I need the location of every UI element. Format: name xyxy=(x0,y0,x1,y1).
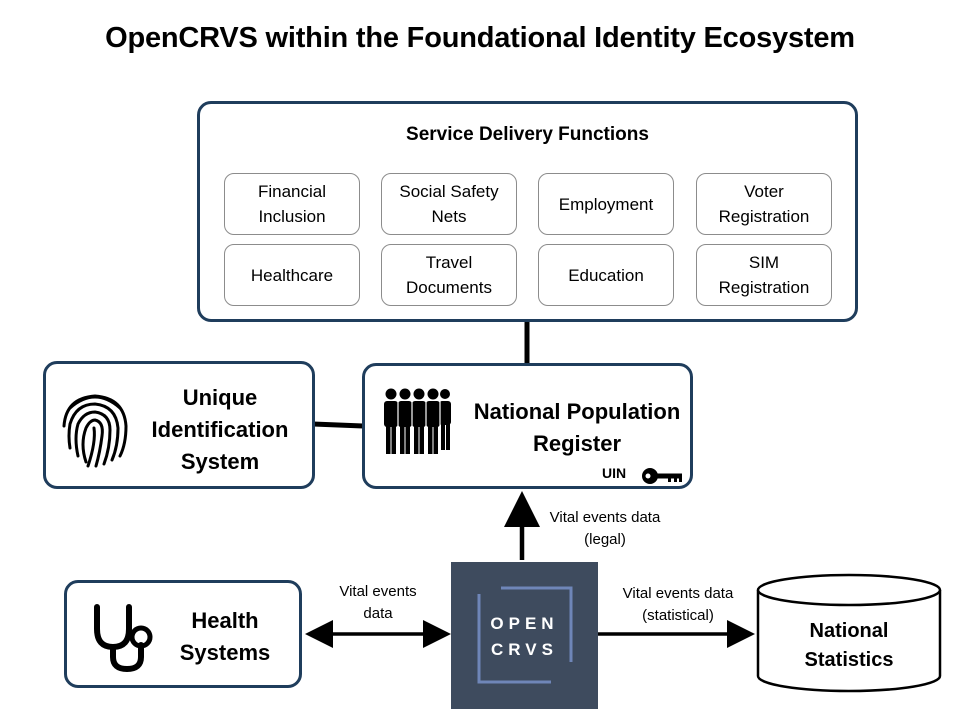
people-icon xyxy=(384,388,451,454)
national-statistics-cylinder xyxy=(756,573,942,693)
service-delivery-title: Service Delivery Functions xyxy=(406,124,649,145)
function-travel-documents: Travel Documents xyxy=(381,244,517,306)
opencrvs-text-line2: CRVS xyxy=(491,640,558,659)
function-employment: Employment xyxy=(538,173,674,235)
unique-identification-panel: Unique Identification System xyxy=(43,361,315,489)
edge-label-health-opencrvs: Vital events data xyxy=(339,583,417,622)
unique-identification-label: Unique Identification System xyxy=(151,385,289,474)
key-icon xyxy=(642,468,682,484)
national-statistics-label: National Statistics xyxy=(804,620,894,671)
npr-panel: National Population Register xyxy=(362,363,693,489)
health-systems-panel: Health Systems xyxy=(64,580,302,688)
edge-label-opencrvs-stats: Vital events data (statistical) xyxy=(622,585,734,624)
connector-uid-npr xyxy=(312,421,364,429)
health-systems-label: Health Systems xyxy=(179,608,271,665)
function-education: Education xyxy=(538,244,674,306)
uin-label: UIN xyxy=(602,465,627,481)
stethoscope-icon xyxy=(94,604,153,673)
npr-label: National Population Register xyxy=(473,399,681,456)
function-voter-registration: Voter Registration xyxy=(696,173,832,235)
function-sim-registration: SIM Registration xyxy=(696,244,832,306)
function-financial-inclusion: Financial Inclusion xyxy=(224,173,360,235)
service-delivery-panel: Service Delivery Functions Financial Inc… xyxy=(197,101,858,322)
opencrvs-logo: OPEN CRVS xyxy=(451,562,598,709)
opencrvs-text-line1: OPEN xyxy=(490,614,559,633)
page-title: OpenCRVS within the Foundational Identit… xyxy=(105,22,855,54)
opencrvs-bracket-icon xyxy=(477,586,573,684)
edge-label-opencrvs-npr: Vital events data (legal) xyxy=(549,509,661,548)
function-social-safety-nets: Social Safety Nets xyxy=(381,173,517,235)
function-healthcare: Healthcare xyxy=(224,244,360,306)
fingerprint-icon xyxy=(62,394,128,468)
